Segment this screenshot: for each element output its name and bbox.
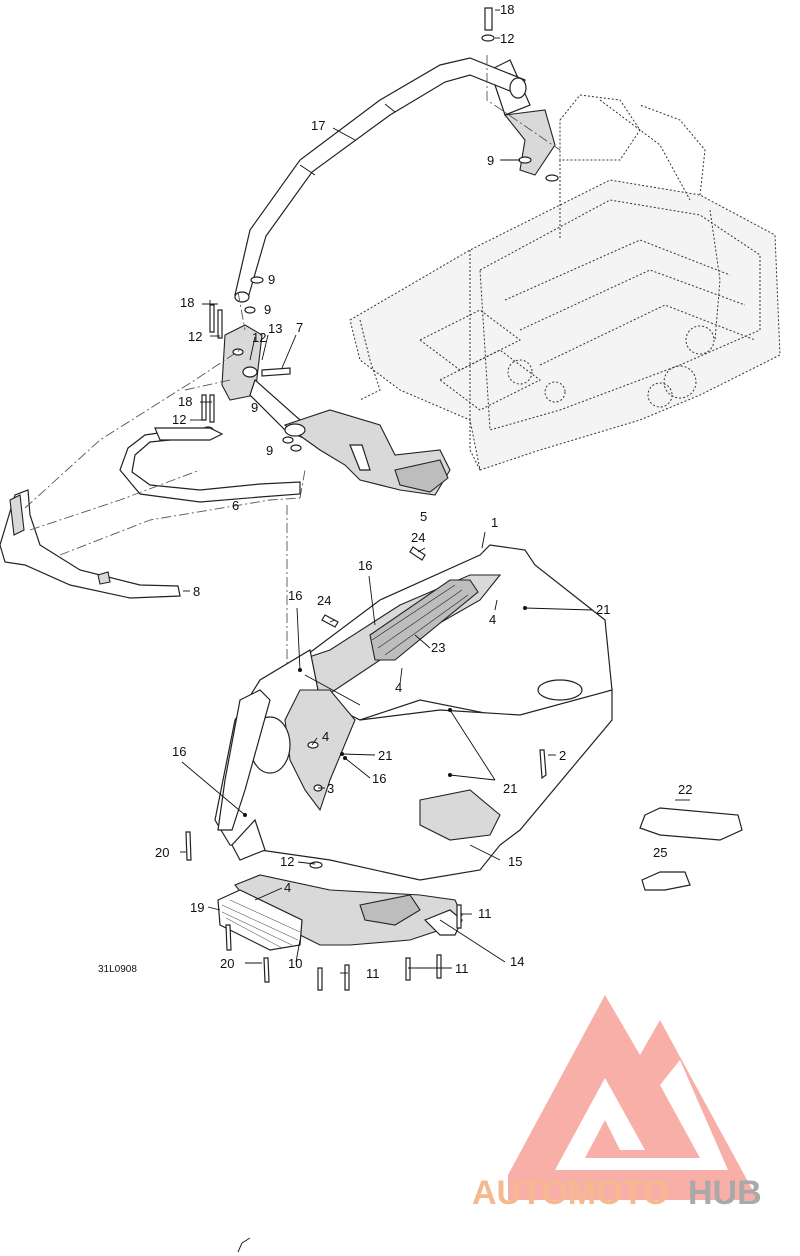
callout-16: 16 (372, 771, 386, 786)
callout-23: 23 (431, 640, 445, 655)
callout-2: 2 (559, 748, 566, 763)
callout-9: 9 (268, 272, 275, 287)
callout-11: 11 (366, 966, 380, 981)
callout-4: 4 (489, 612, 496, 627)
callout-9: 9 (266, 443, 273, 458)
callout-21: 21 (596, 602, 610, 617)
handle-bar-17 (234, 57, 527, 303)
callout-12: 12 (172, 412, 186, 427)
callout-12: 12 (500, 31, 514, 46)
callout-21: 21 (503, 781, 517, 796)
callouts: 18 12 17 9 9 9 18 12 12 13 7 18 12 9 9 6… (98, 2, 692, 981)
callout-3: 3 (327, 781, 334, 796)
callout-6: 6 (232, 498, 239, 513)
callout-19: 19 (190, 900, 204, 915)
callout-21: 21 (378, 748, 392, 763)
watermark-brand-part2: HUB (688, 1174, 762, 1212)
belly-pan-assembly (214, 544, 613, 951)
callout-1: 1 (491, 515, 498, 530)
callout-16: 16 (358, 558, 372, 573)
front-bumper-8 (0, 489, 181, 599)
callout-4: 4 (395, 680, 402, 695)
callout-9: 9 (264, 302, 271, 317)
callout-17: 17 (311, 118, 325, 133)
callout-20: 20 (220, 956, 234, 971)
callout-25: 25 (653, 845, 667, 860)
callout-4: 4 (284, 880, 291, 895)
callout-24: 24 (411, 530, 425, 545)
leader-lines (180, 9, 690, 974)
callout-18: 18 (500, 2, 514, 17)
diagram-code: 31L0908 (98, 964, 137, 975)
callout-12: 12 (280, 854, 294, 869)
assembly-lines (24, 55, 561, 690)
stray-mark (237, 1237, 251, 1253)
main-bracket-5 (283, 409, 451, 496)
callout-18: 18 (180, 295, 194, 310)
callout-15: 15 (508, 854, 522, 869)
patch-22 (639, 807, 743, 841)
callout-13: 13 (268, 321, 282, 336)
vehicle-frame (349, 94, 781, 471)
watermark-brand-part1: AUTOMOTO (472, 1174, 669, 1212)
callout-12: 12 (252, 330, 266, 345)
callout-7: 7 (296, 320, 303, 335)
callout-9: 9 (251, 400, 258, 415)
patch-25 (641, 871, 691, 891)
callout-10: 10 (288, 956, 302, 971)
bracket-cluster (201, 304, 331, 446)
watermark-logo (508, 995, 758, 1200)
callout-11: 11 (455, 961, 469, 976)
bumper-6 (119, 427, 301, 503)
callout-20: 20 (155, 845, 169, 860)
callout-16: 16 (288, 588, 302, 603)
callout-18: 18 (178, 394, 192, 409)
callout-4: 4 (322, 729, 329, 744)
callout-11: 11 (478, 906, 492, 921)
callout-5: 5 (420, 509, 427, 524)
callout-22: 22 (678, 782, 692, 797)
callout-12: 12 (188, 329, 202, 344)
callout-9: 9 (487, 153, 494, 168)
callout-8: 8 (193, 584, 200, 599)
fasteners (185, 7, 559, 991)
callout-16: 16 (172, 744, 186, 759)
callout-14: 14 (510, 954, 524, 969)
callout-24: 24 (317, 593, 331, 608)
